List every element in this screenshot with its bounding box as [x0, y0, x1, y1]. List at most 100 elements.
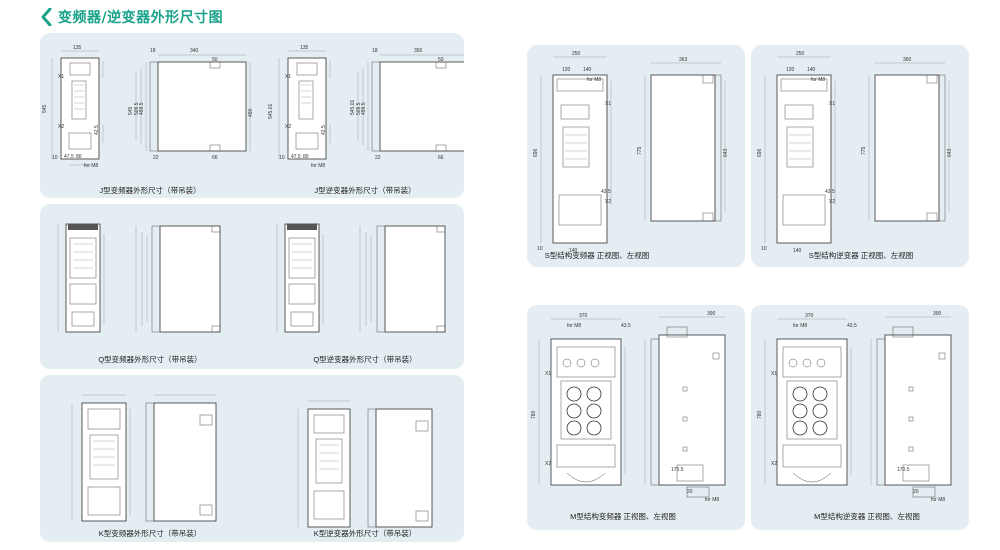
dim-label: 545: [42, 104, 48, 113]
dim-label: 775: [637, 146, 643, 155]
caption-s-freq: S型结构变频器 正视图、左视图: [544, 251, 650, 260]
caption-m-freq: M型结构变频器 正视图、左视图: [570, 512, 676, 521]
dim-label: 775: [861, 146, 867, 155]
dim-label: X2: [58, 124, 64, 130]
j-freq-side-view: [135, 54, 251, 152]
s-inv-drawings: 250 120 140 for M8 696 43.5 X1 X2 10 140…: [757, 51, 953, 254]
dim-label: 10: [52, 155, 58, 161]
dim-label: 135: [73, 45, 82, 51]
m-inv-front-view: [764, 318, 852, 486]
panel-q-type: Q型变频器外形尺寸（带吊装） Q型逆变器外形尺寸（带吊装）: [40, 204, 464, 369]
dim-label: 340: [190, 48, 199, 54]
dim-label: 80: [303, 154, 309, 160]
k-freq-side-view: [145, 394, 217, 522]
dim-label: for M8: [84, 163, 98, 169]
s-freq-front-view: [540, 56, 612, 244]
page-title: 变频器/逆变器外形尺寸图: [58, 10, 224, 26]
dim-label: 20: [687, 489, 693, 495]
dim-label: 47.5: [64, 154, 74, 160]
chevron-left-icon: [41, 8, 52, 26]
page-header: 变频器/逆变器外形尺寸图: [40, 7, 223, 27]
dim-label: 696: [533, 148, 539, 157]
dim-label: X1: [829, 101, 835, 107]
dim-label: 170.5: [897, 467, 910, 473]
dim-label: 509.5: [134, 102, 140, 115]
dim-label: 696: [757, 148, 763, 157]
dim-label: for M8: [931, 497, 945, 503]
dim-label: 47.5: [291, 154, 301, 160]
dim-label: 360: [903, 57, 912, 63]
s-inv-front-view: [764, 56, 836, 244]
s-freq-drawings: 250 120 140 for M8 696 43.5 X1 X2 10 140…: [533, 51, 729, 254]
panel-s-inv: 250 120 140 for M8 696 43.5 X1 X2 10 140…: [751, 45, 969, 267]
dim-label: X2: [545, 461, 551, 467]
dim-label: 140: [569, 248, 578, 254]
j-inv-front-view: [278, 50, 331, 160]
dim-label: 66: [212, 155, 218, 161]
dim-label: 50: [438, 57, 444, 63]
dim-label: X1: [605, 101, 611, 107]
dim-label: X2: [605, 199, 611, 205]
dim-label: 643: [723, 148, 729, 157]
dim-label: 43.5: [825, 189, 835, 195]
dim-label: 42.5: [94, 125, 100, 135]
dim-label: 140: [793, 248, 802, 254]
dim-label: 780: [531, 410, 537, 419]
k-freq-front-view: [71, 394, 131, 522]
m-freq-drawings: 370 for M8 43.5 780 X1 X2 390 170.5 20 f…: [531, 311, 726, 503]
dim-label: for M8: [587, 77, 601, 83]
caption-m-inv: M型结构逆变器 正视图、左视图: [814, 512, 920, 521]
dim-label: 509.5: [356, 102, 362, 115]
m-inv-drawings: 370 for M8 43.5 780 X1 X2 390 170.5 20 f…: [757, 311, 952, 503]
k-inv-front-view: [297, 400, 351, 528]
m-inv-side-view: [870, 316, 952, 498]
dim-label: 545.01: [350, 99, 356, 115]
caption-q-freq: Q型变频器外形尺寸（带吊装）: [98, 355, 202, 364]
caption-k-freq: K型变频器外形尺寸（带吊装）: [98, 529, 202, 538]
dim-label: 42.5: [321, 125, 327, 135]
panel-s-freq: 250 120 140 for M8 696 43.5 X1 X2 10 140…: [527, 45, 745, 267]
dim-label: 350: [414, 48, 423, 54]
caption-j-freq: J型变频器外形尺寸（带吊装）: [99, 186, 201, 195]
s-inv-side-view: [868, 62, 950, 222]
j-type-drawings: 135 545 X1 X2 10 47.5 80 for M8 42.5 18 …: [42, 45, 464, 169]
dim-label: 120: [562, 67, 571, 73]
s-freq-side-view: [644, 62, 726, 222]
dim-label: for M8: [311, 163, 325, 169]
dim-label: 43.5: [621, 323, 631, 329]
dim-label: X1: [545, 371, 551, 377]
dim-label: X2: [285, 124, 291, 130]
panel-m-inv: 370 for M8 43.5 780 X1 X2 390 170.5 20 f…: [751, 305, 969, 530]
dim-label: 10: [761, 246, 767, 252]
j-inv-side-view: [357, 54, 464, 152]
dim-label: 499.5: [361, 102, 367, 115]
k-inv-side-view: [367, 408, 433, 528]
dim-label: 10: [537, 246, 543, 252]
dim-label: 43.5: [601, 189, 611, 195]
dim-label: for M8: [793, 323, 807, 329]
dim-label: 120: [786, 67, 795, 73]
dim-label: for M8: [811, 77, 825, 83]
panel-m-freq: 370 for M8 43.5 780 X1 X2 390 170.5 20 f…: [527, 305, 745, 530]
k-type-drawings: [71, 394, 433, 528]
dim-label: 250: [572, 51, 581, 57]
q-freq-side-view: [135, 225, 221, 333]
m-freq-side-view: [644, 316, 726, 498]
dim-label: 545: [128, 106, 134, 115]
caption-s-inv: S型结构逆变器 正视图、左视图: [808, 251, 914, 260]
dim-label: 499.5: [139, 102, 145, 115]
dim-label: for M8: [705, 497, 719, 503]
dim-label: for M8: [567, 323, 581, 329]
dim-label: 10: [279, 155, 285, 161]
dim-label: 643: [947, 148, 953, 157]
dim-label: 490: [248, 108, 254, 117]
caption-q-inv: Q型逆变器外形尺寸（带吊装）: [313, 355, 417, 364]
dim-label: 20: [913, 489, 919, 495]
dim-label: 135: [300, 45, 309, 51]
dim-label: 22: [375, 155, 381, 161]
dim-label: 390: [933, 311, 942, 317]
dim-label: X1: [285, 74, 291, 80]
q-inv-front-view: [276, 223, 324, 333]
dim-label: 140: [807, 67, 816, 73]
dim-label: 250: [796, 51, 805, 57]
